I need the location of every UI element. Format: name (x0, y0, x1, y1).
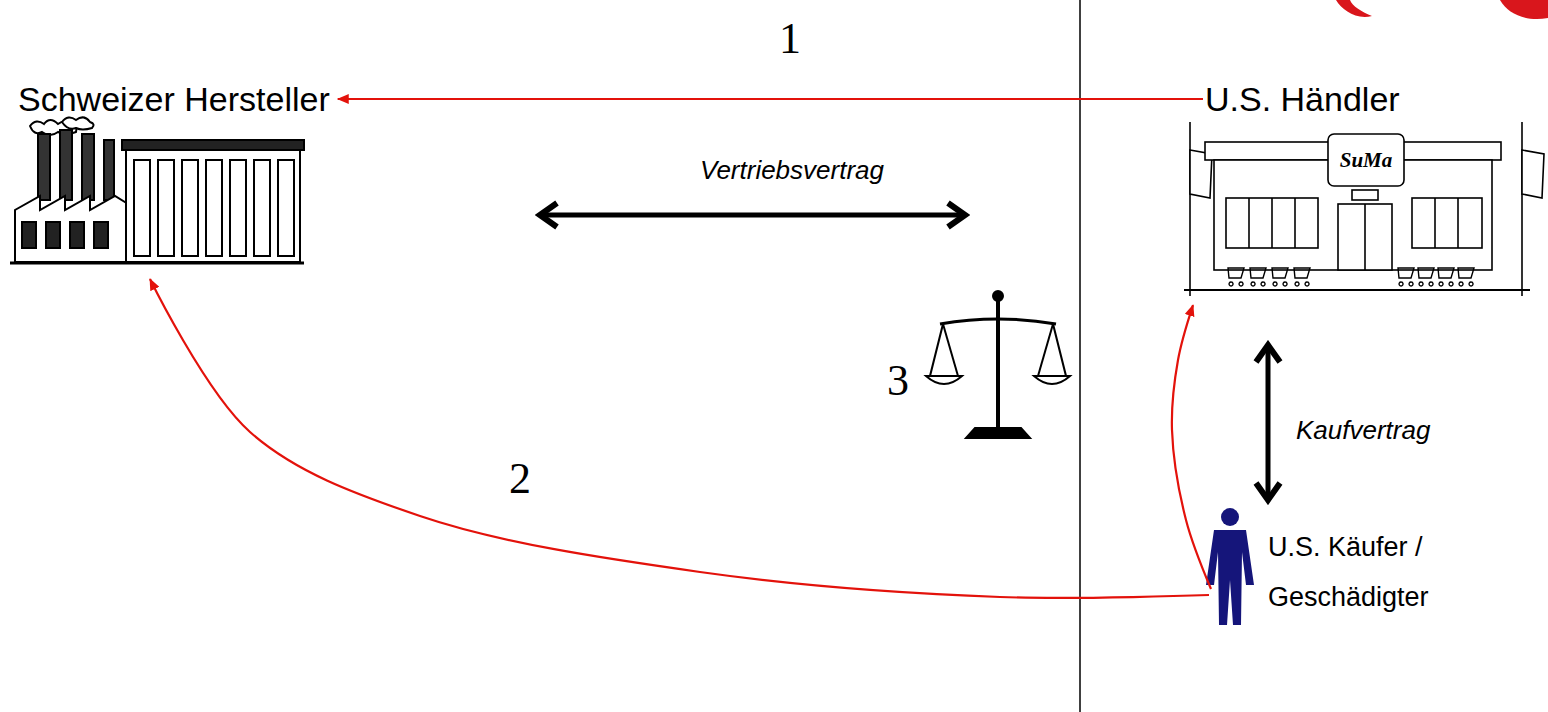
buyer-node: U.S. Käufer / Geschädigter (1203, 505, 1448, 627)
claim-arrow (1172, 305, 1211, 589)
claim-arrow (338, 98, 1203, 100)
icon-area (18, 119, 303, 269)
node-label: U.S. Händler (1205, 80, 1530, 119)
factory-icon (10, 117, 304, 263)
contract-arrow (540, 213, 965, 218)
node-label: U.S. Käufer / Geschädigter (1268, 505, 1448, 622)
callout-number: 1 (779, 13, 801, 64)
contract-label: Kaufvertrag (1296, 415, 1430, 446)
supermarket-icon (1184, 122, 1544, 296)
border-line (1079, 0, 1081, 712)
shop-sign-text: SuMa (1340, 148, 1393, 173)
person-icon (1206, 508, 1254, 625)
callout-number: 3 (887, 355, 909, 406)
icon-area (1205, 119, 1530, 307)
logo-fragment (1336, 0, 1548, 19)
callout-number: 2 (509, 453, 531, 504)
manufacturer-node: Schweizer Hersteller (18, 80, 330, 269)
claim-arrow (150, 279, 1209, 598)
node-label: Schweizer Hersteller (18, 80, 330, 119)
contract-label: Vertriebsvertrag (700, 155, 884, 186)
scales-icon (926, 291, 1070, 438)
retailer-node: U.S. Händler (1205, 80, 1530, 307)
icon-area (1203, 505, 1255, 627)
contract-arrow (1266, 345, 1271, 500)
